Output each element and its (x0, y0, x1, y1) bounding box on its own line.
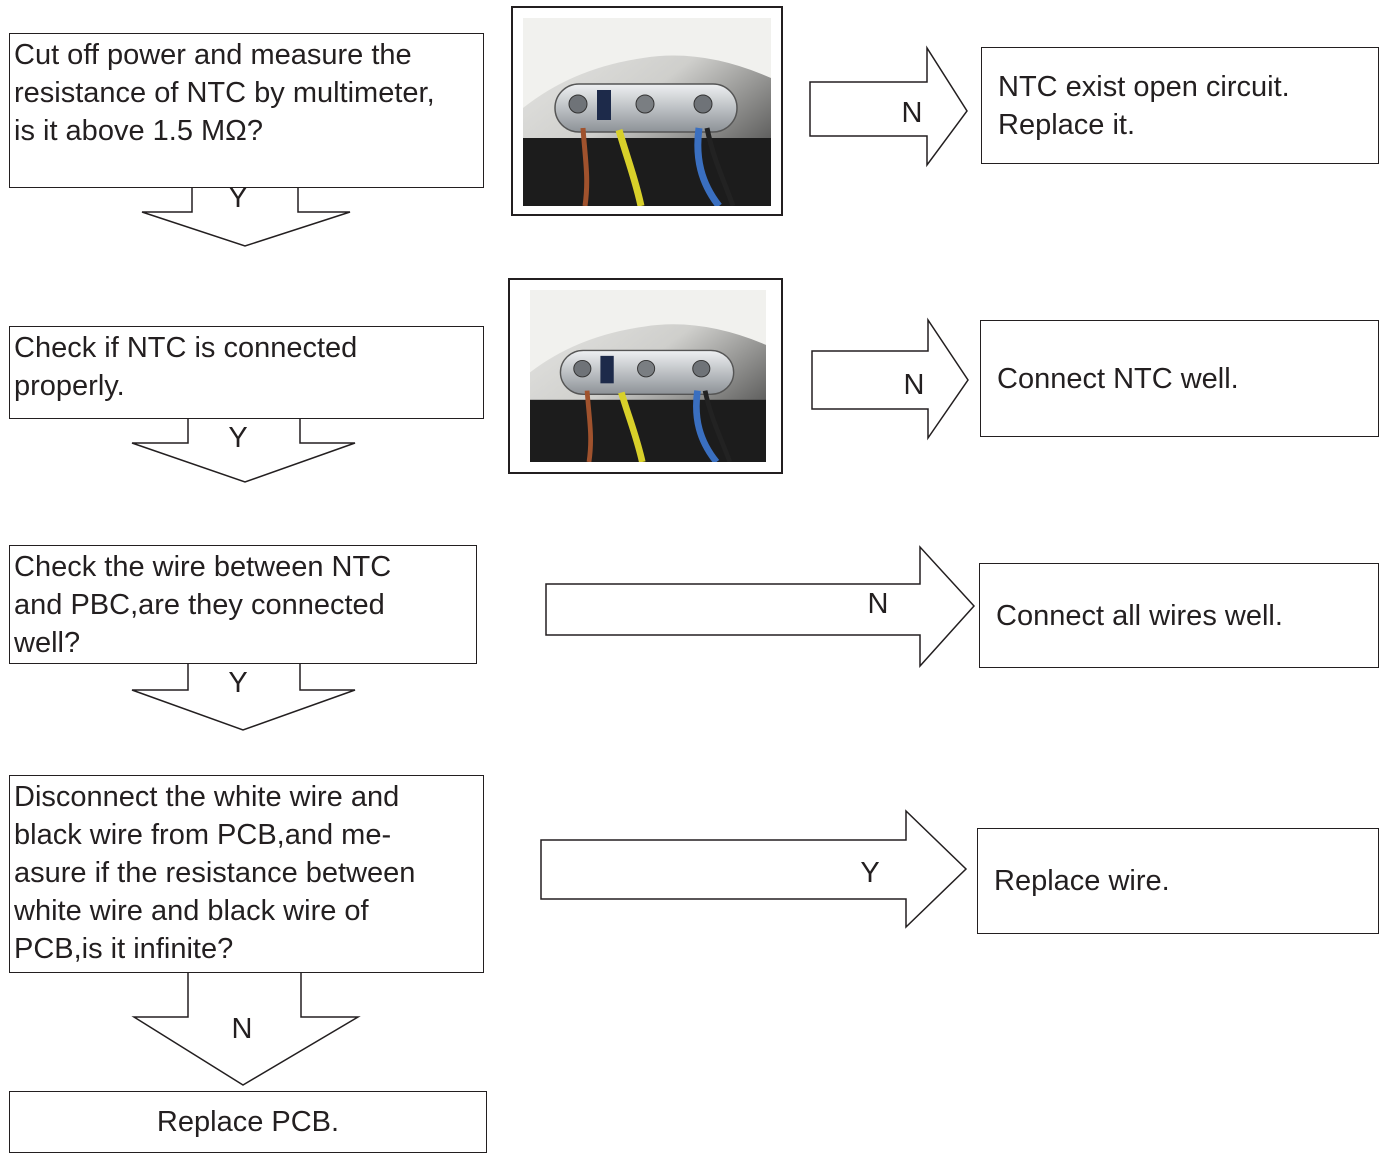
ntc-sensor-photo (530, 290, 766, 462)
right-arrow-3: N (545, 545, 976, 668)
ntc-sensor-photo (523, 18, 771, 206)
down-arrow-4-label: N (232, 1013, 253, 1045)
down-arrow-2: Y (131, 417, 356, 483)
right-arrow-4-label: Y (860, 857, 879, 889)
result-box-1: NTC exist open circuit. Replace it. (981, 47, 1379, 164)
question-box-2: Check if NTC is connected properly. (9, 326, 484, 419)
right-arrow-1-label: N (902, 97, 923, 129)
final-result-box: Replace PCB. (9, 1091, 487, 1153)
result-box-2: Connect NTC well. (980, 320, 1379, 437)
right-arrow-4: Y (540, 809, 968, 929)
question-box-1: Cut off power and measure the resistance… (9, 33, 484, 188)
ntc-photo-frame-1 (511, 6, 783, 216)
result-box-3: Connect all wires well. (979, 563, 1379, 668)
down-arrow-3-label: Y (228, 667, 247, 699)
down-arrow-1: Y (141, 182, 351, 247)
right-arrow-2-label: N (904, 369, 925, 401)
down-arrow-4: N (131, 971, 361, 1086)
right-arrow-2: N (811, 317, 969, 441)
question-box-3: Check the wire between NTC and PBC,are t… (9, 545, 477, 664)
question-box-4: Disconnect the white wire and black wire… (9, 775, 484, 973)
result-box-4: Replace wire. (977, 828, 1379, 934)
right-arrow-3-label: N (868, 588, 889, 620)
down-arrow-2-label: Y (228, 422, 247, 454)
down-arrow-3: Y (131, 662, 356, 731)
down-arrow-1-label: Y (228, 182, 247, 214)
ntc-photo-frame-2 (508, 278, 783, 474)
right-arrow-1: N (809, 45, 968, 168)
